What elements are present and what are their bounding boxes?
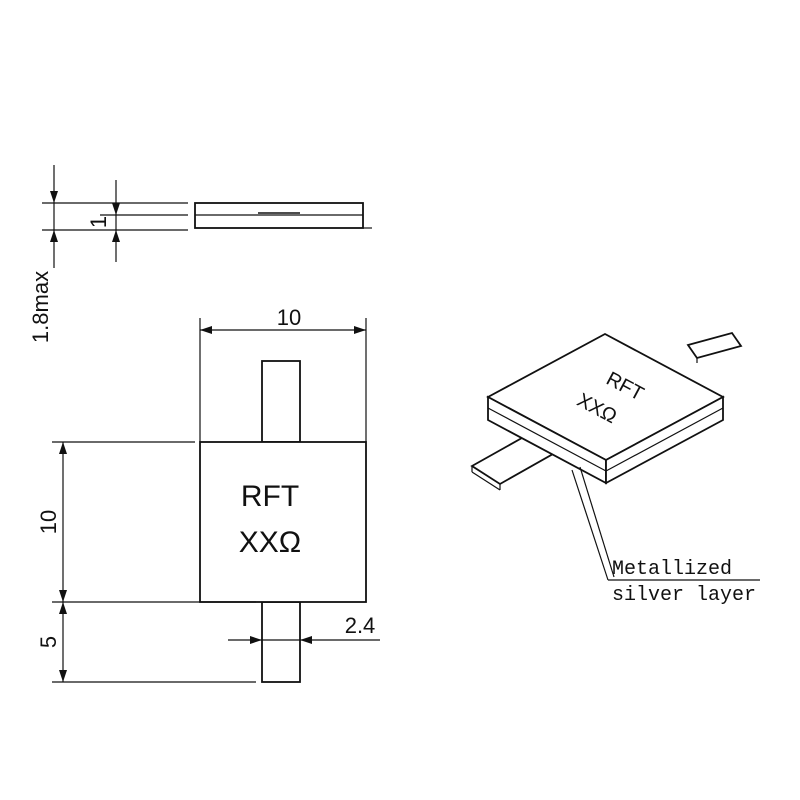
top-view: RFT XXΩ 10 10 5 2.4 xyxy=(36,305,380,683)
iso-layer-line-left xyxy=(487,407,607,472)
isometric-view: RFT XXΩ Metallized silver layer xyxy=(470,331,760,607)
side-view: 1 1.8max xyxy=(28,165,372,343)
thickness-arrow-bottom xyxy=(112,230,120,242)
iso-layer-line-right xyxy=(605,407,724,472)
callout-line2: silver layer xyxy=(612,584,756,607)
thickness-label: 1 xyxy=(86,216,111,228)
lead-length-arrow-top xyxy=(59,602,67,614)
iso-lead-front-edge-b xyxy=(471,471,501,491)
height-arrow-bottom xyxy=(59,590,67,602)
top-marking-line1: RFT xyxy=(241,480,299,513)
callout-leader-1 xyxy=(571,469,609,581)
lead-width-arrow-right xyxy=(300,636,312,644)
lead-length-label: 5 xyxy=(36,636,61,648)
max-height-label: 1.8max xyxy=(28,271,53,343)
width-arrow-right xyxy=(354,326,366,334)
top-view-body xyxy=(199,441,367,603)
height-arrow-top xyxy=(59,442,67,454)
thickness-arrow-top xyxy=(112,203,120,215)
top-lead-lower xyxy=(261,601,301,683)
lead-width-label: 2.4 xyxy=(345,613,376,638)
lead-width-arrow-left xyxy=(250,636,262,644)
callout-line1: Metallized xyxy=(612,558,732,581)
lead-length-arrow-bottom xyxy=(59,670,67,682)
width-arrow-left xyxy=(200,326,212,334)
width-label: 10 xyxy=(277,305,301,330)
iso-lead-back xyxy=(686,331,743,360)
height-label: 10 xyxy=(36,510,61,534)
top-marking-line2: XXΩ xyxy=(239,526,301,559)
max-height-arrow-top xyxy=(50,191,58,203)
max-height-arrow-bottom xyxy=(50,230,58,242)
top-lead-upper xyxy=(261,360,301,443)
callout-leader-2 xyxy=(579,466,615,578)
